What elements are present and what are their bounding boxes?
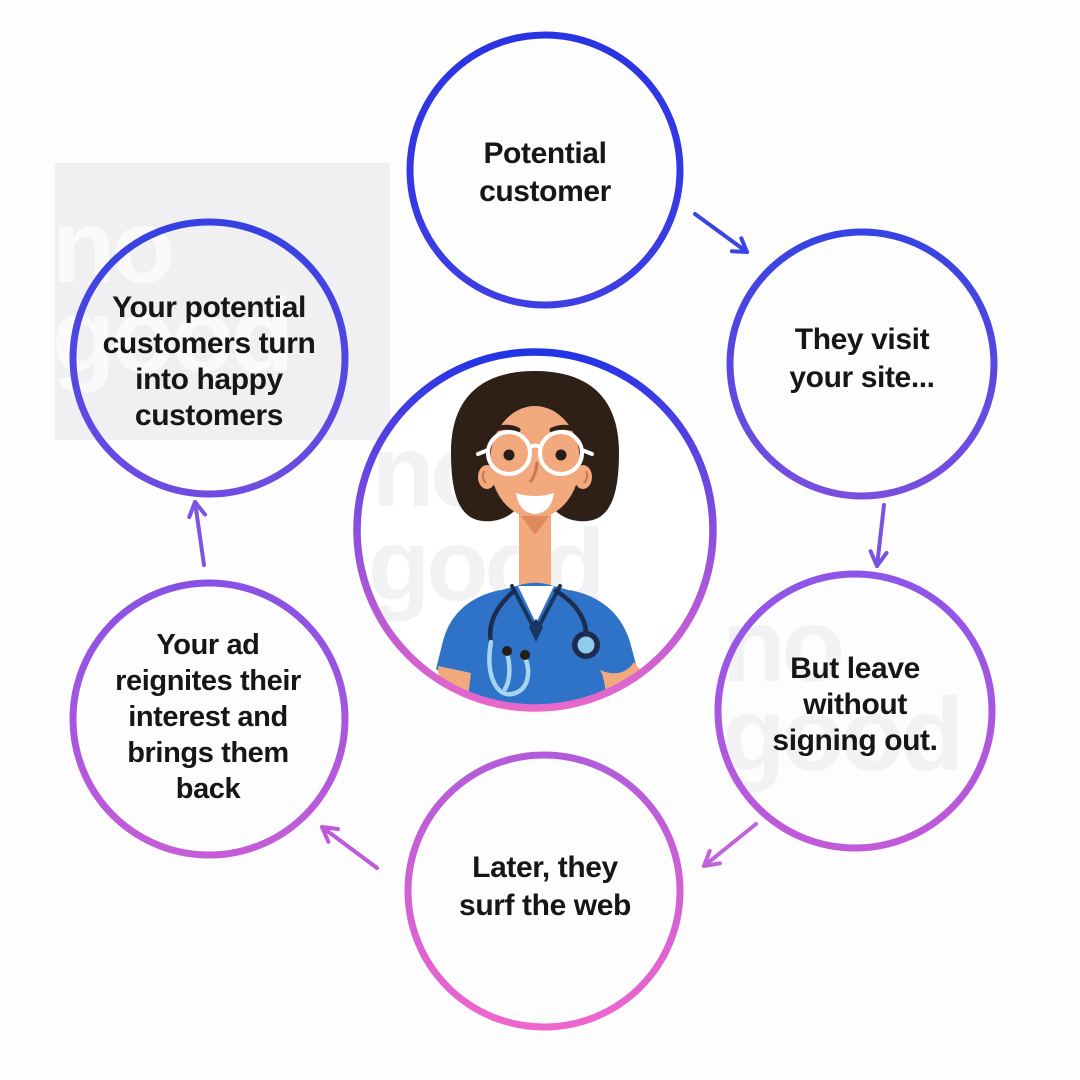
step-circle-potential-customer [406,31,684,309]
step-circle-they-visit [726,228,998,500]
woman-hair-front [468,380,602,440]
step-label-ad-reignites: Your ad reignites their interest and bri… [115,629,301,805]
step-label-happy-customers: Your potential customers turn into happy… [102,291,316,432]
nose-line [529,461,539,483]
step-label-later-surf: Later, they surf the web [459,851,631,922]
neck-shadow [521,516,549,535]
center-circle-border [353,348,717,712]
stethoscope-eartips [502,646,530,660]
mouth [516,493,554,514]
step-label-potential-customer: Potential customer [479,137,611,208]
nogood-watermark-top-left: no good [52,189,294,395]
arrow-potential-to-visit [693,212,749,254]
undershirt [518,586,554,623]
ear-lines [481,470,589,484]
arrow-surf-to-reignite [320,825,379,870]
arrow-leave-to-surf [702,822,758,868]
arrow-reignite-to-happy [187,500,208,567]
stethoscope-tubes [487,588,589,645]
step-label-they-visit: They visit your site... [789,323,935,394]
arrow-visit-to-leave [868,503,889,568]
collar-diamond [529,619,543,642]
eyes [503,449,567,461]
step-circle-ad-reignites [69,579,349,859]
woman-ears [478,465,592,489]
step-circle-but-leave [714,570,996,852]
step-circle-later-surf [404,751,684,1031]
nogood-watermark-right: no good [722,588,964,794]
eyebrows [489,424,581,434]
glasses-icon [476,430,594,476]
step-label-but-leave: But leave without signing out. [772,652,938,757]
stethoscope-chestpiece-center [577,636,595,654]
step-circle-happy-customers [69,218,349,498]
